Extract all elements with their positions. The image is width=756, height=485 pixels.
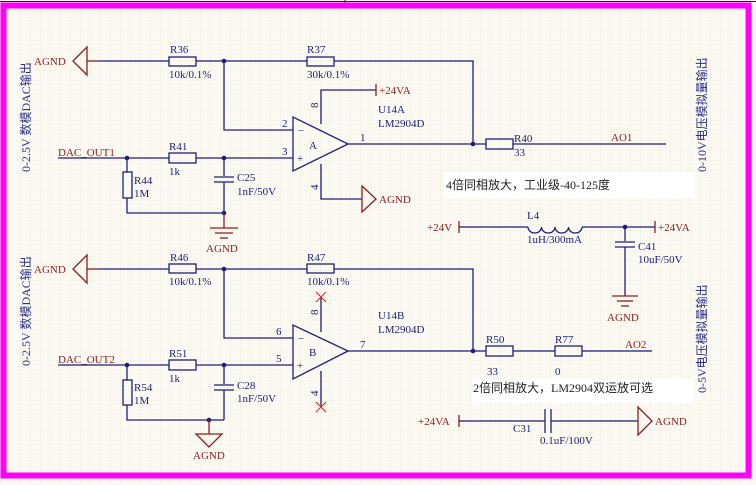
pin-label: 4 [309,390,321,396]
decoupling: +24VA AGND C31 0.1uF/100V [418,405,687,447]
agnd-port-label: AGND [34,264,66,276]
net-label-dac-out1: DAC_OUT1 [58,147,115,159]
minus-sign: − [298,333,304,345]
vcc-label: +24VA [379,85,411,97]
pin-label: 8 [309,309,321,315]
opamp-ref: U14A [378,104,405,116]
c41-value: 10uF/50V [638,254,683,266]
note-channel2: 2倍同相放大，LM2904双运放可选 [473,380,653,395]
no-connect-icon [315,401,327,413]
l4-ref: L4 [527,210,540,222]
agnd-label: AGND [655,416,687,428]
r40-ref: R40 [514,133,533,145]
note-channel1: 4倍同相放大，工业级-40-125度 [446,177,610,192]
opamp-u14a[interactable] [292,115,350,173]
plus-sign: + [297,153,303,165]
opamp-part: LM2904D [378,118,425,130]
r46-ref: R46 [170,252,189,264]
note-box [444,172,694,198]
power-in-label: +24VA [418,416,450,428]
channel1-circuit: 0-2.5V 数模DAC输出 0-10V电压模拟量输出 AGND R36 10k… [18,44,709,255]
power-in-label: +24V [427,222,452,234]
agnd-label: AGND [206,243,238,255]
opamp-part: LM2904D [378,324,425,336]
r44-value: 1M [134,188,150,200]
r36-value: 10k/0.1% [169,69,211,81]
pin-label: 2 [282,118,288,130]
opamp-unit: A [309,140,317,152]
r51-ref: R51 [169,348,187,360]
c41-ref: C41 [638,241,656,253]
r37-value: 30k/0.1% [307,69,349,81]
net-label-ao2: AO2 [625,339,646,351]
no-connect-icon [315,291,327,303]
r46-value: 10k/0.1% [169,276,211,288]
agnd-label: AGND [193,450,225,462]
agnd-label: AGND [379,194,411,206]
power-filter: +24V L4 1uH/300mA +24VA C41 10uF/50V AGN… [427,210,690,324]
ground-icon [210,213,238,239]
pin-label: 8 [309,102,321,108]
r77-ref: R77 [555,334,574,346]
power-out-label: +24VA [658,222,690,234]
c25-value: 1nF/50V [237,186,276,198]
c31-value: 0.1uF/100V [540,435,593,447]
agnd-port-label: AGND [34,56,66,68]
r54-ref: R54 [134,382,153,394]
r47-value: 10k/0.1% [307,276,349,288]
c28-value: 1nF/50V [237,393,276,405]
note-box [472,379,694,403]
pin-label: 5 [276,353,282,365]
r51-value: 1k [169,373,181,385]
r41-value: 1k [169,166,181,178]
pin-label: 4 [309,184,321,190]
sheet-border [0,2,752,479]
agnd-label: AGND [607,312,639,324]
plus-sign: + [297,360,303,372]
r50-value: 33 [487,366,499,378]
r40-value: 33 [514,147,526,159]
r37-ref: R37 [307,44,326,56]
channel2-side-label: 0-2.5V 数模DAC输出 [18,256,33,366]
pin-label: 3 [282,146,288,158]
channel1-output-label: 0-10V电压模拟量输出 [694,57,709,172]
pin-label: 1 [360,132,366,144]
opamp-unit: B [309,347,316,359]
r47-ref: R47 [307,252,326,264]
junction [470,141,476,147]
c28-ref: C28 [237,380,256,392]
agnd-icon [194,433,224,448]
r44-ref: R44 [134,175,153,187]
channel1-side-label: 0-2.5V 数模DAC输出 [18,62,33,172]
r41-ref: R41 [169,141,187,153]
c31-ref: C31 [513,423,531,435]
net-label-dac-out2: DAC_OUT2 [58,354,115,366]
r50-ref: R50 [486,334,505,346]
junction [470,348,476,354]
channel2-output-label: 0-5V电压模拟量输出 [694,284,709,393]
agnd-port-icon [361,184,377,214]
channel2-circuit: 0-2.5V 数模DAC输出 0-5V电压模拟量输出 AGND R46 10k/… [18,252,709,462]
r36-ref: R36 [170,44,189,56]
c25-ref: C25 [237,172,256,184]
r77-value: 0 [555,366,561,378]
inductor-l4[interactable] [527,226,583,234]
agnd-port-icon [637,405,653,437]
pin-label: 7 [360,339,366,351]
r54-value: 1M [134,395,150,407]
l4-value: 1uH/300mA [527,234,582,246]
ground-icon [612,295,638,307]
minus-sign: − [298,125,304,137]
pin-label: 6 [276,326,282,338]
net-label-ao1: AO1 [611,132,632,144]
opamp-ref: U14B [378,310,404,322]
opamp-u14b[interactable] [292,323,350,381]
